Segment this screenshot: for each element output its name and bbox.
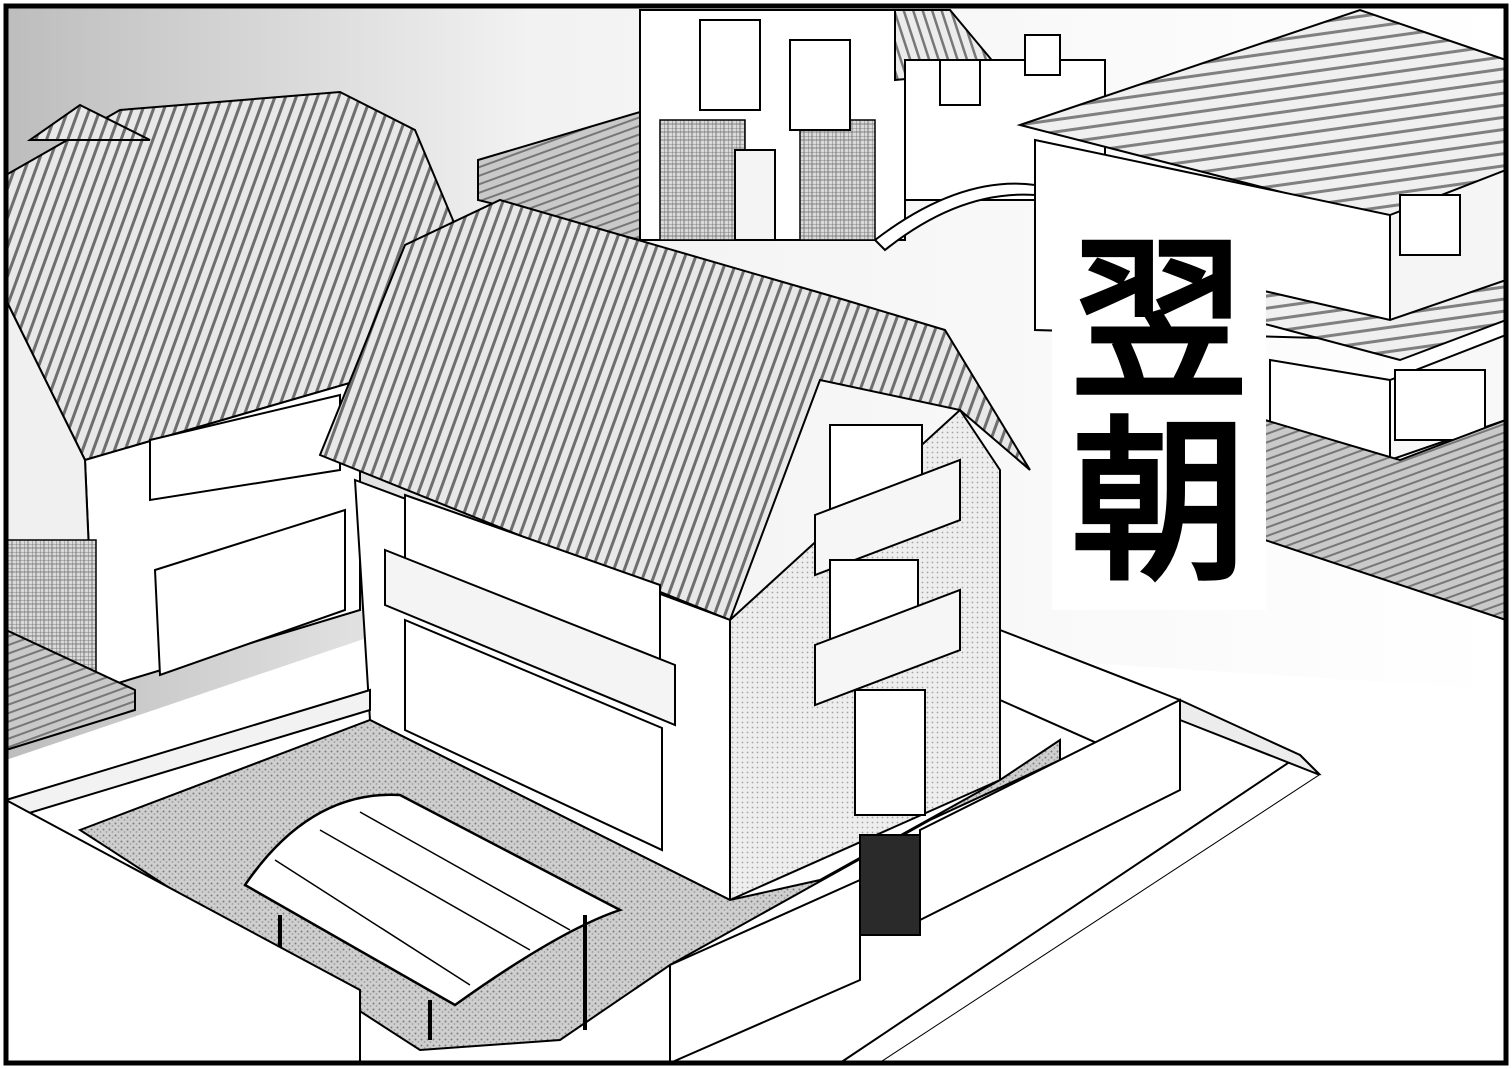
caption-char-2: 朝 [1070,400,1247,606]
caption-char-1: 翌 [1070,218,1247,424]
house-main [318,198,1031,902]
house-back-center [639,9,1106,241]
caption-box: 翌 朝 [1052,215,1266,610]
house-left [5,90,457,752]
